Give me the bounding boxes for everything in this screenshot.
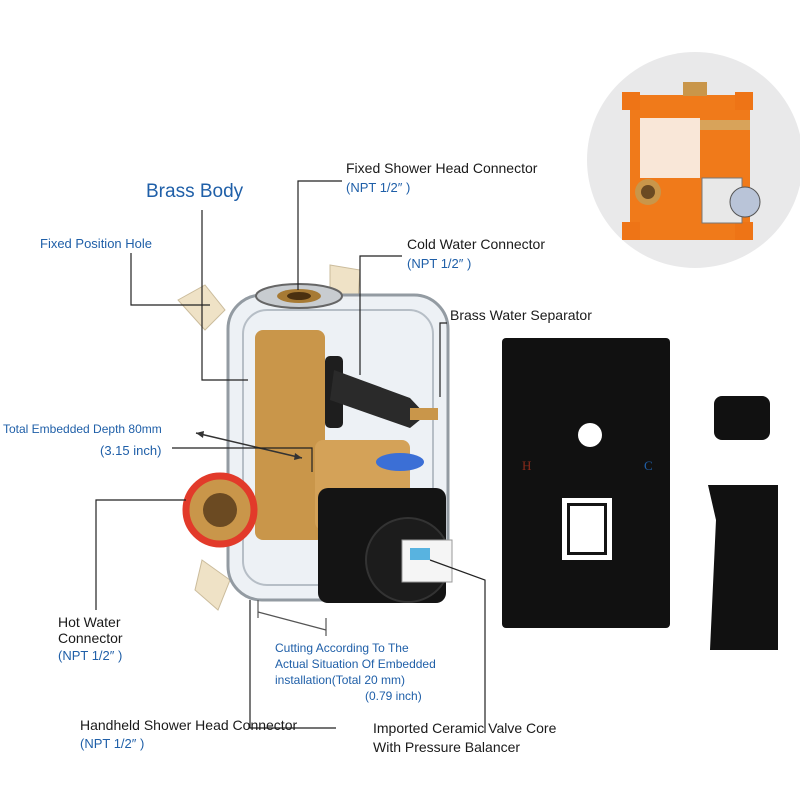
label-cold-water-spec: (NPT 1/2″ ) <box>407 256 472 271</box>
label-handheld-spec: (NPT 1/2″ ) <box>80 736 145 751</box>
label-ceramic-valve-line2: With Pressure Balancer <box>373 739 521 755</box>
label-fixed-shower-head-connector: Fixed Shower Head Connector <box>346 160 538 176</box>
valve-assembly <box>177 264 453 636</box>
trim-plate <box>502 338 670 628</box>
label-fixed-shower-head-spec: (NPT 1/2″ ) <box>346 180 411 195</box>
plate-mark-cold: C <box>644 458 653 473</box>
label-brass-body: Brass Body <box>146 181 244 202</box>
label-brass-water-separator: Brass Water Separator <box>450 307 592 323</box>
label-embedded-depth-inch: (3.15 inch) <box>100 443 162 458</box>
label-ceramic-valve-line1: Imported Ceramic Valve Core <box>373 720 557 736</box>
label-cold-water-connector: Cold Water Connector <box>407 236 545 252</box>
label-handheld-shower-head-connector: Handheld Shower Head Connector <box>80 717 298 733</box>
label-fixed-position-hole: Fixed Position Hole <box>40 236 152 251</box>
inset-orange-box <box>622 82 761 240</box>
plate-mark-hot: H <box>522 458 531 473</box>
label-cutting-inch: (0.79 inch) <box>365 689 422 703</box>
label-cutting-line1: Cutting According To The <box>275 641 409 655</box>
inset-photo <box>587 52 800 268</box>
label-hot-water-spec: (NPT 1/2″ ) <box>58 648 123 663</box>
label-hot-water-line1: Hot Water <box>58 614 121 630</box>
label-cutting-line3: installation(Total 20 mm) <box>275 673 406 687</box>
leader-lines <box>95 180 486 733</box>
label-cutting-line2: Actual Situation Of Embedded <box>275 657 436 671</box>
handle-parts <box>708 396 778 650</box>
label-hot-water-line2: Connector <box>58 630 123 646</box>
label-embedded-depth: Total Embedded Depth 80mm <box>3 422 162 436</box>
